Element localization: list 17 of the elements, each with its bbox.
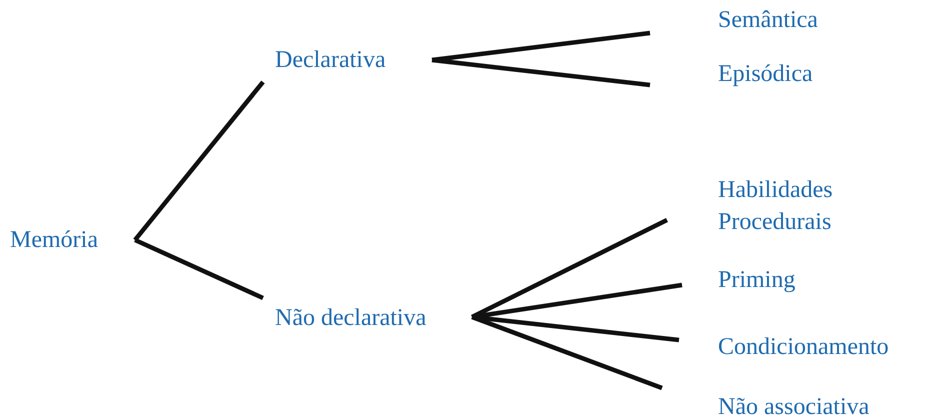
node-label: Memória [10, 226, 99, 255]
node-label: Não declarativa [274, 304, 428, 333]
branch-line [432, 58, 650, 88]
branch-line [471, 314, 663, 390]
branch-line [134, 238, 264, 300]
branch-line [432, 30, 650, 62]
node-label: Episódica [717, 60, 814, 88]
branch-line [472, 282, 682, 320]
node-label: Declarativa [274, 46, 387, 75]
branch-line [133, 80, 265, 242]
branch-line [472, 314, 680, 342]
node-label: Habilidades Procedurais [717, 176, 834, 237]
node-label: Condicionamento [717, 333, 890, 362]
node-label: Não associativa [717, 393, 870, 419]
branch-line [471, 218, 668, 320]
node-label: Priming [717, 266, 796, 295]
node-label: Semântica [717, 6, 819, 34]
